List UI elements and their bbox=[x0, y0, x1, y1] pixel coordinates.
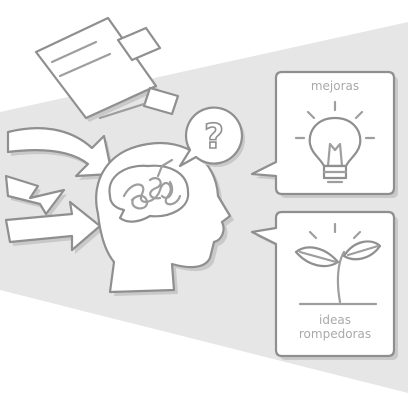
improvements-label: mejoras bbox=[311, 79, 359, 93]
projector-icon bbox=[34, 16, 180, 122]
breakthrough-ideas-panel: ideas rompedoras bbox=[250, 210, 398, 360]
breakthrough-ideas-label-line2: rompedoras bbox=[299, 327, 371, 341]
improvements-panel: mejoras bbox=[250, 70, 398, 198]
question-mark: ? bbox=[204, 117, 224, 157]
sprout-icon bbox=[294, 222, 382, 306]
question-bubble: ? bbox=[178, 106, 245, 168]
breakthrough-ideas-label-line1: ideas bbox=[319, 313, 351, 327]
scribble-icon bbox=[122, 177, 182, 210]
input-arrows-icon bbox=[4, 127, 115, 254]
lightbulb-icon bbox=[294, 100, 376, 184]
head-icon bbox=[95, 141, 235, 296]
